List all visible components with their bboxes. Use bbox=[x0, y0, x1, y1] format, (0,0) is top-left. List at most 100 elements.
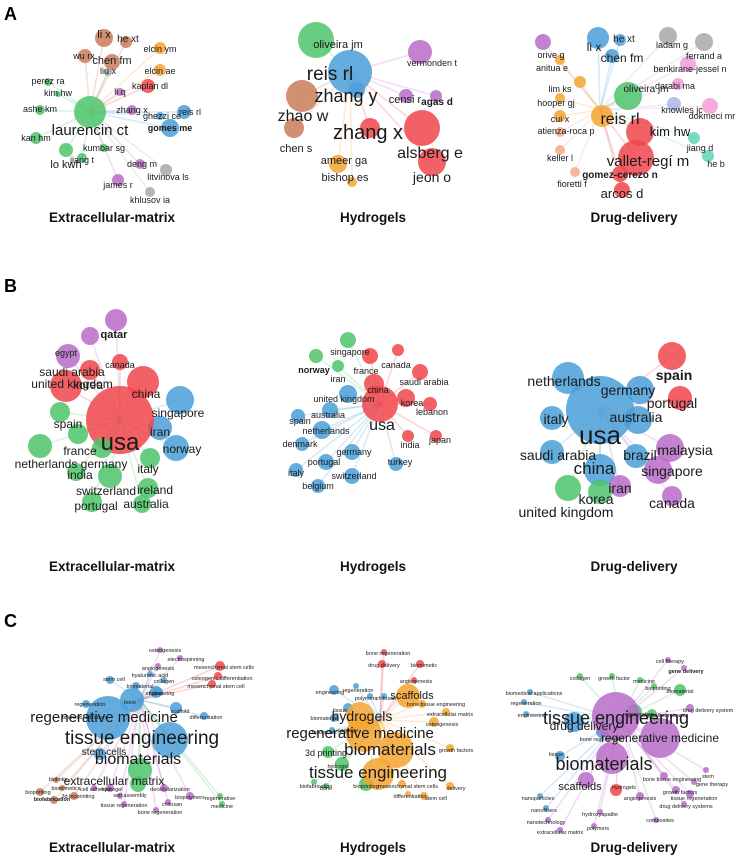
c2-label-drug-delivery: drug delivery bbox=[368, 663, 400, 669]
b2-label-germany: germany bbox=[336, 447, 372, 457]
a2-label-reis-rl: reis rl bbox=[307, 64, 353, 85]
caption-b-drug-delivery: Drug-delivery bbox=[590, 559, 678, 574]
a2-label-chen-s: chen s bbox=[280, 143, 313, 155]
c2-label-chitosan: chitosan bbox=[376, 696, 397, 702]
a2-node-ameer-ga bbox=[329, 155, 347, 173]
c3-node-tissue-regeneration bbox=[686, 790, 694, 798]
b2-label-spain: spain bbox=[289, 416, 311, 426]
a2-node-bishop-es bbox=[347, 177, 357, 187]
c1-node-regenerative-medicine bbox=[86, 696, 130, 740]
b2-label-belgium: belgium bbox=[302, 481, 334, 491]
a1-node-he-xt bbox=[120, 36, 132, 48]
a3-edge bbox=[599, 63, 689, 111]
a2-label-censi-r: censi r bbox=[389, 94, 422, 106]
b2-label-iran: iran bbox=[330, 374, 345, 384]
a1-label-gomes-me: gomes me bbox=[148, 123, 193, 133]
c3-node-composites bbox=[653, 817, 659, 823]
c2-edge bbox=[379, 703, 423, 721]
c2-node-angiogenesis bbox=[411, 677, 417, 683]
c1-edge bbox=[139, 657, 181, 701]
a3-edge bbox=[597, 37, 601, 111]
c1-node-biolinks bbox=[53, 777, 59, 783]
a1-label-perez-ra: perez ra bbox=[31, 76, 64, 86]
c3-node-hydroxyapatite bbox=[597, 809, 603, 815]
a2-node-zhao-w bbox=[286, 80, 318, 112]
b1-node-saudi-arabia bbox=[56, 344, 80, 368]
b1-label-united-kingdom: united kingdom bbox=[31, 377, 112, 391]
c3-label-drug-delivery-systems: drug delivery systems bbox=[659, 804, 712, 810]
b3-label-portugal: portugal bbox=[647, 395, 698, 411]
c1-node-collagen bbox=[161, 677, 167, 683]
c3-node-drug-delivery-system bbox=[686, 704, 694, 712]
b2-label-france: france bbox=[353, 366, 378, 376]
a1-node-kumbar-sg bbox=[100, 144, 108, 152]
b3-label-brazil: brazil bbox=[623, 447, 656, 463]
c1-label-biomaterials: biomaterials bbox=[95, 751, 181, 768]
a1-node-li-q bbox=[116, 88, 124, 96]
c3-node-tissue-engineering bbox=[592, 692, 640, 740]
b3-node-canada bbox=[662, 486, 682, 506]
c3-label-biomaterial: biomaterial bbox=[667, 689, 694, 695]
a3-label-ferrand-a: ferrand a bbox=[686, 51, 722, 61]
b3-label-netherlands: netherlands bbox=[527, 373, 600, 389]
c3-node-regeneration bbox=[521, 699, 527, 705]
a2-node-zhang-x bbox=[360, 118, 380, 138]
b3-label-korea: korea bbox=[578, 491, 613, 507]
b2-label-netherlands: netherlands bbox=[302, 426, 350, 436]
b2-node-singapore bbox=[340, 332, 356, 348]
c3-label-growth-factors: growth factors bbox=[663, 790, 698, 796]
c2-label-engineering: engineering bbox=[316, 690, 345, 696]
b1-label-norway: norway bbox=[163, 442, 202, 456]
c1-label-biolinks: biolinks bbox=[49, 777, 68, 783]
a1-label-kaplan-dl: kaplan dl bbox=[132, 81, 168, 91]
c3-label-regenerative: regenerative bbox=[623, 712, 654, 718]
c1-label-stem-cell: stem cell bbox=[103, 677, 125, 683]
b2-node-saudi-arabia bbox=[412, 364, 428, 380]
a1-label-reis-rl: reis rl bbox=[179, 107, 201, 117]
a2-label-ameer-ga: ameer ga bbox=[321, 155, 368, 167]
b1-node-norway bbox=[163, 435, 189, 461]
b2-label-singapore: singapore bbox=[330, 347, 370, 357]
c1-edge bbox=[119, 699, 141, 797]
a2-label-zhao-w: zhao w bbox=[278, 108, 329, 125]
c3-label-hydroxyapatite: hydroxyapatite bbox=[582, 812, 618, 818]
c3-node-polymers bbox=[591, 823, 597, 829]
c1-node-biofabrication bbox=[50, 796, 58, 804]
b3-label-iran: iran bbox=[608, 480, 631, 496]
b2-node-iran bbox=[332, 360, 344, 372]
b2-node-india bbox=[402, 430, 414, 442]
b1-label-qatar: qatar bbox=[101, 329, 129, 341]
b3-node-spain bbox=[658, 342, 686, 370]
c2-node-extracellular-matrix bbox=[442, 708, 450, 716]
b3-label-germany: germany bbox=[601, 382, 655, 398]
a1-node-deng-m bbox=[135, 159, 145, 169]
b1-node-korea bbox=[80, 360, 100, 380]
b3-node-malaysia bbox=[656, 434, 684, 462]
c3-node-biomaterials bbox=[596, 742, 628, 774]
a2-node-alsberg-e bbox=[404, 110, 440, 146]
c2-label-growth-factors: growth factors bbox=[439, 748, 474, 754]
a1-label-jiang-t: jiang t bbox=[69, 155, 95, 165]
b1-label-usa: usa bbox=[101, 429, 140, 456]
a1-label-khlusov-ia: khlusov ia bbox=[130, 195, 170, 205]
c1-edge bbox=[109, 699, 141, 789]
c1-label-regenerative: regenerative bbox=[205, 796, 236, 802]
c1-node-decellularization bbox=[160, 784, 168, 792]
a3-label-anitua-e: anitua e bbox=[536, 63, 568, 73]
b1-node-france bbox=[68, 424, 88, 444]
a1-node-kaplan-dl bbox=[141, 79, 155, 93]
c1-label-mesenchymal-stem-cells: mesenchymal stem cells bbox=[194, 665, 254, 671]
c1-node-biomaterials bbox=[128, 758, 152, 782]
c2-node-differentiation bbox=[405, 791, 411, 797]
a3-label-hooper-gj: hooper gj bbox=[537, 98, 575, 108]
a1-label-elcin-ae: elcin ae bbox=[144, 66, 175, 76]
c3-label-drug-delivery: drug delivery bbox=[550, 719, 619, 733]
a3-node-jiang-d bbox=[688, 132, 700, 144]
c1-label-scaffold: scaffold bbox=[171, 709, 190, 715]
c2-label-bone-tissue-engineering: bone tissue engineering bbox=[407, 702, 465, 708]
c1-label-tissue-regeneration: tissue regeneration bbox=[101, 803, 148, 809]
b3-label-australia: australia bbox=[610, 409, 663, 425]
